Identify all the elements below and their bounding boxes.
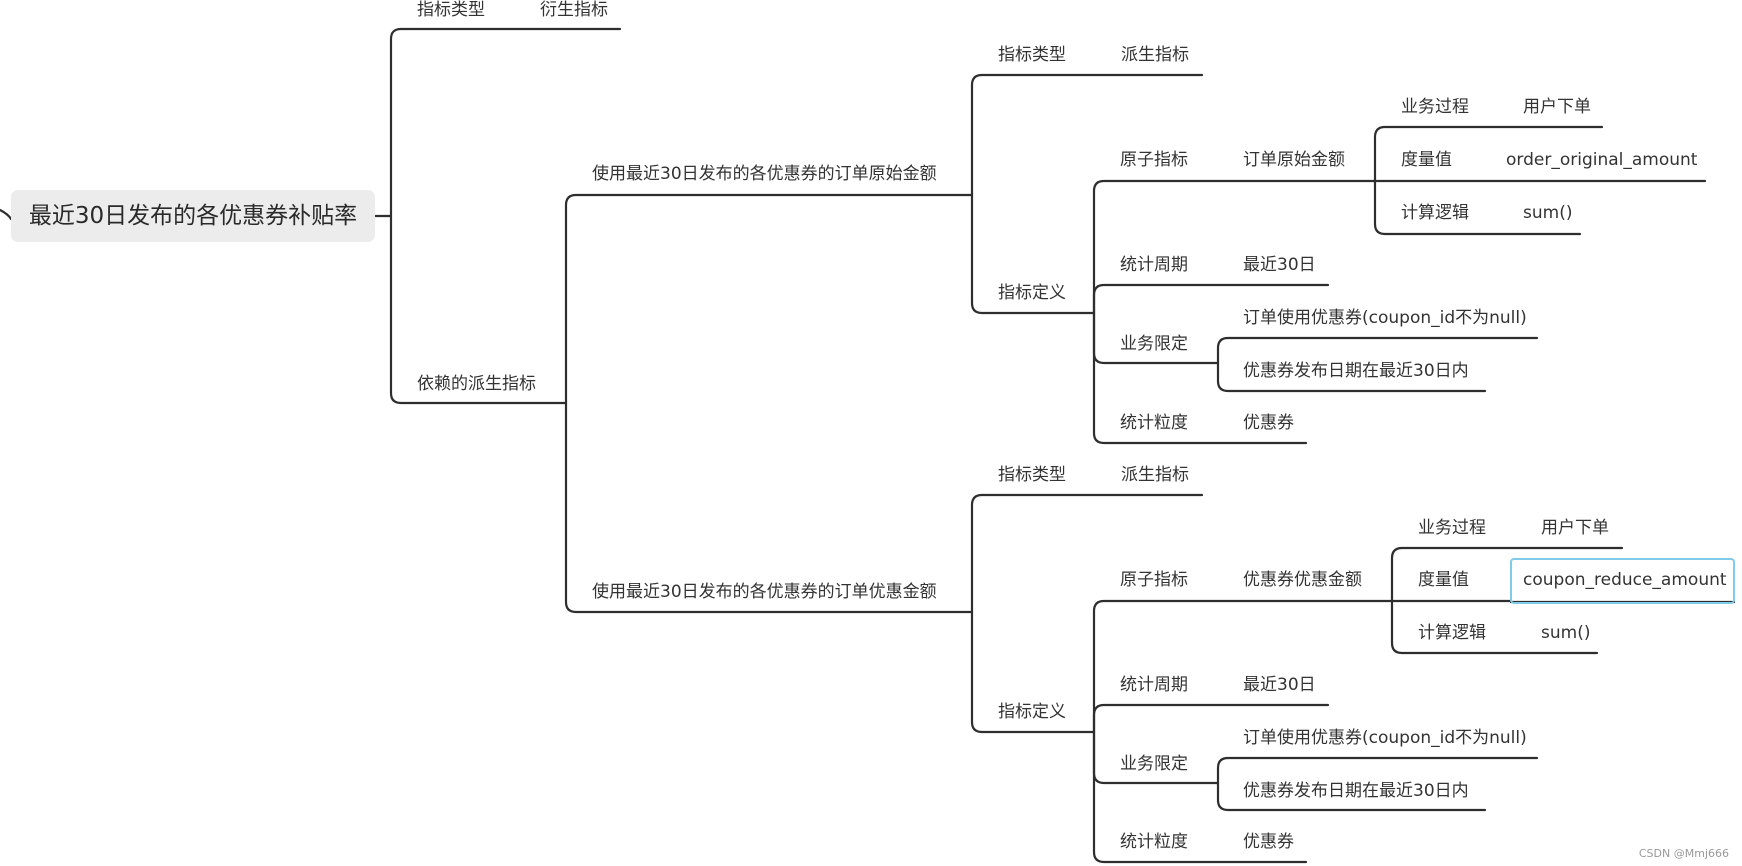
derived-1-grain-value[interactable]: 优惠券 [1243, 413, 1294, 433]
derived-2-measure-value[interactable]: coupon_reduce_amount [1523, 570, 1727, 590]
derived-2-grain-value[interactable]: 优惠券 [1243, 832, 1294, 852]
derived-2-name[interactable]: 使用最近30日发布的各优惠券的订单优惠金额 [592, 582, 937, 602]
derived-2-process-key[interactable]: 业务过程 [1418, 518, 1486, 538]
derived-1-type-key[interactable]: 指标类型 [998, 45, 1066, 65]
derived-2-period-key[interactable]: 统计周期 [1120, 675, 1188, 695]
derived-1-logic-key[interactable]: 计算逻辑 [1401, 203, 1469, 223]
derived-1-limit-key[interactable]: 业务限定 [1120, 334, 1188, 354]
derived-2-type-value[interactable]: 派生指标 [1121, 465, 1189, 485]
derived-2-limit-1[interactable]: 订单使用优惠券(coupon_id不为null) [1243, 728, 1527, 748]
derived-1-name[interactable]: 使用最近30日发布的各优惠券的订单原始金额 [592, 164, 937, 184]
derived-1-limit-2[interactable]: 优惠券发布日期在最近30日内 [1243, 361, 1469, 381]
derived-2-atom-key[interactable]: 原子指标 [1120, 570, 1188, 590]
selected-node-highlight[interactable] [1510, 558, 1735, 604]
derived-1-period-key[interactable]: 统计周期 [1120, 255, 1188, 275]
derived-1-process-value[interactable]: 用户下单 [1523, 97, 1591, 117]
derived-2-grain-key[interactable]: 统计粒度 [1120, 832, 1188, 852]
dependent-derived-node[interactable]: 依赖的派生指标 [417, 374, 536, 394]
derived-1-period-value[interactable]: 最近30日 [1243, 255, 1316, 275]
derived-1-measure-key[interactable]: 度量值 [1401, 150, 1452, 170]
derived-2-process-value[interactable]: 用户下单 [1541, 518, 1609, 538]
derived-2-logic-value[interactable]: sum() [1541, 623, 1591, 643]
top-type-value[interactable]: 衍生指标 [540, 0, 608, 20]
derived-2-logic-key[interactable]: 计算逻辑 [1418, 623, 1486, 643]
derived-2-measure-key[interactable]: 度量值 [1418, 570, 1469, 590]
derived-1-measure-value[interactable]: order_original_amount [1506, 150, 1698, 170]
derived-2-limit-2[interactable]: 优惠券发布日期在最近30日内 [1243, 781, 1469, 801]
derived-1-process-key[interactable]: 业务过程 [1401, 97, 1469, 117]
watermark: CSDN @Mmj666 [1638, 847, 1729, 860]
derived-2-atom-value[interactable]: 优惠券优惠金额 [1243, 570, 1362, 590]
derived-1-logic-value[interactable]: sum() [1523, 203, 1573, 223]
root-node[interactable]: 最近30日发布的各优惠券补贴率 [11, 190, 375, 242]
derived-2-type-key[interactable]: 指标类型 [998, 465, 1066, 485]
derived-1-limit-1[interactable]: 订单使用优惠券(coupon_id不为null) [1243, 308, 1527, 328]
top-type-key[interactable]: 指标类型 [417, 0, 485, 20]
derived-1-atom-key[interactable]: 原子指标 [1120, 150, 1188, 170]
derived-1-type-value[interactable]: 派生指标 [1121, 45, 1189, 65]
derived-1-def-key[interactable]: 指标定义 [998, 283, 1066, 303]
derived-2-period-value[interactable]: 最近30日 [1243, 675, 1316, 695]
derived-2-def-key[interactable]: 指标定义 [998, 702, 1066, 722]
derived-2-limit-key[interactable]: 业务限定 [1120, 754, 1188, 774]
derived-1-atom-value[interactable]: 订单原始金额 [1243, 150, 1345, 170]
derived-1-grain-key[interactable]: 统计粒度 [1120, 413, 1188, 433]
